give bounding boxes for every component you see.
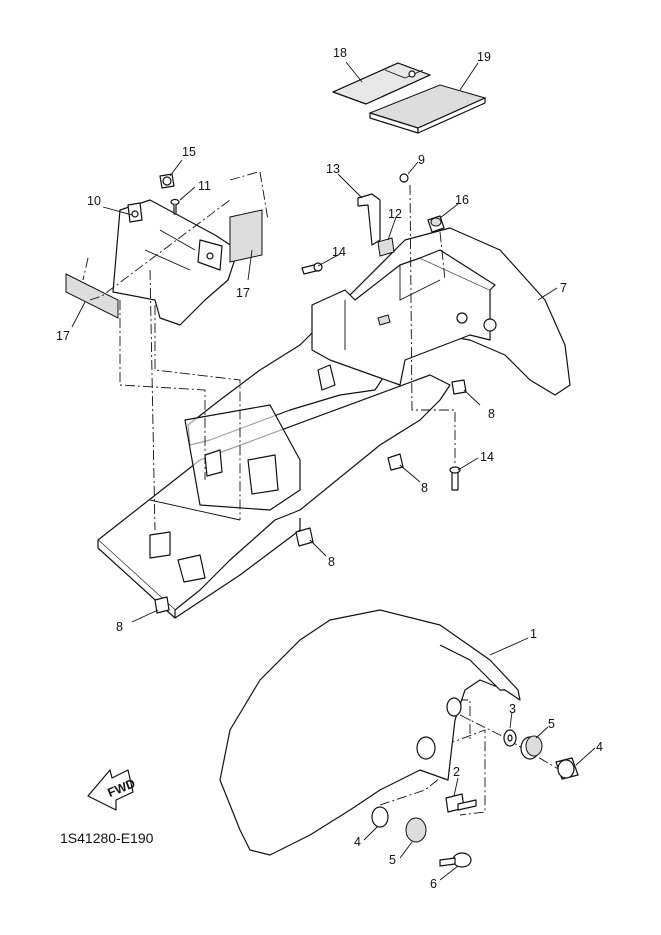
callout-5-b: 5	[389, 853, 396, 867]
callout-1: 1	[530, 627, 537, 641]
callout-17-right: 17	[236, 286, 250, 300]
callout-8-a: 8	[488, 407, 495, 421]
callout-8-d: 8	[116, 620, 123, 634]
callouts: 18 19 15 11 10 13 9 12 16 14 7 17 17 8 1…	[56, 46, 603, 891]
part-4-collar-b[interactable]	[371, 806, 389, 828]
callout-4-a: 4	[596, 740, 603, 754]
part-15-bolt[interactable]	[159, 173, 175, 189]
callout-14-lower: 14	[480, 450, 494, 464]
part-11-screw[interactable]	[170, 198, 180, 215]
callout-2: 2	[453, 765, 460, 779]
part-10-bracket[interactable]	[112, 199, 239, 326]
part-7-rear-fender[interactable]	[187, 227, 571, 446]
part-14-bolt-lower[interactable]	[449, 466, 461, 491]
callout-11: 11	[198, 179, 211, 193]
part-8-clip-d[interactable]	[154, 596, 170, 614]
part-18-envelope[interactable]	[331, 62, 432, 105]
callout-13: 13	[326, 162, 340, 176]
callout-17-left: 17	[56, 329, 70, 343]
callout-8-b: 8	[421, 481, 428, 495]
callout-8-c: 8	[328, 555, 335, 569]
callout-7: 7	[560, 281, 567, 295]
part-4-collar-a[interactable]	[555, 757, 579, 780]
part-17-pad-left[interactable]	[65, 273, 119, 319]
callout-5-a: 5	[548, 717, 555, 731]
callout-3: 3	[509, 702, 516, 716]
part-5-grommet-a[interactable]	[520, 735, 543, 760]
part-17-pad-right[interactable]	[229, 209, 263, 263]
part-6-screw[interactable]	[439, 852, 472, 868]
part-9-clip[interactable]	[399, 173, 409, 183]
callout-10: 10	[87, 194, 101, 208]
part-1-front-fender[interactable]	[219, 609, 521, 856]
callout-9: 9	[418, 153, 425, 167]
part-5-grommet-b[interactable]	[405, 817, 427, 843]
callout-6: 6	[430, 877, 437, 891]
part-19-manual[interactable]	[368, 84, 487, 134]
leader-lines	[71, 61, 596, 881]
part-2-bolt[interactable]	[445, 793, 477, 813]
rear-tray[interactable]	[97, 374, 451, 619]
callout-16: 16	[455, 193, 469, 207]
part-14-bolt-upper[interactable]	[301, 262, 323, 275]
callout-19: 19	[477, 50, 491, 64]
part-12-nut[interactable]	[377, 237, 395, 257]
callout-12: 12	[388, 207, 402, 221]
part-8-clip-a[interactable]	[451, 379, 467, 395]
fwd-arrow-icon: FWD	[87, 769, 137, 811]
callout-18: 18	[333, 46, 347, 60]
diagram-code: 1S41280-E190	[60, 830, 154, 846]
part-8-clip-b[interactable]	[387, 453, 404, 471]
part-3-washer[interactable]	[503, 729, 517, 747]
part-13-bracket[interactable]	[357, 193, 381, 246]
part-8-clip-c[interactable]	[295, 527, 314, 547]
callout-4-b: 4	[354, 835, 361, 849]
part-16-grommet[interactable]	[427, 215, 445, 233]
callout-15: 15	[182, 145, 196, 159]
callout-14-upper: 14	[332, 245, 346, 259]
